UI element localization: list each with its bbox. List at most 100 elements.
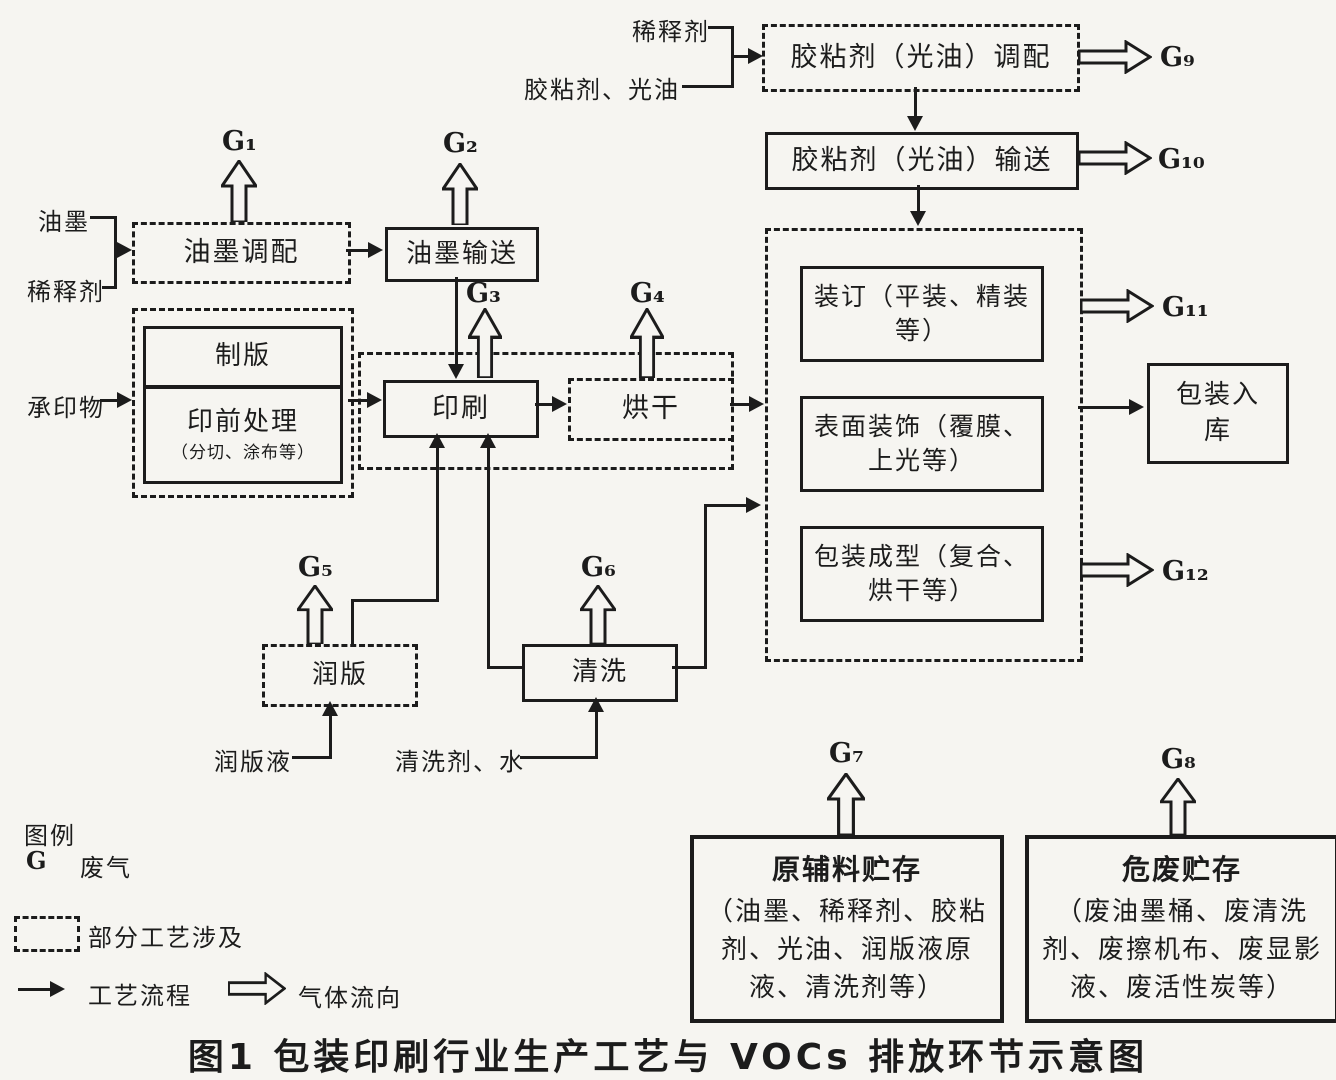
label-g5: G₅ <box>298 552 333 583</box>
arrow-head <box>117 392 132 408</box>
prepress-main-label: 印前处理 <box>186 406 299 437</box>
box-adhesive-varnish-mixing: 胶粘剂（光油）调配 <box>762 24 1080 92</box>
flow-line <box>704 504 748 507</box>
legend-hollow-arrow-sample <box>228 972 286 1005</box>
flow-line <box>917 185 920 213</box>
box-surface-decoration: 表面装饰（覆膜、上光等） <box>800 396 1044 492</box>
legend-gas-flow-label: 气体流向 <box>298 984 402 1012</box>
arrow-head <box>50 981 65 997</box>
arrow-head <box>480 433 496 448</box>
flow-line <box>436 446 439 602</box>
box-prepress-processing: 印前处理 （分切、涂布等） <box>143 386 343 484</box>
arrow-head <box>322 701 338 716</box>
arrow-head <box>368 242 383 258</box>
box-adhesive-varnish-transport: 胶粘剂（光油）输送 <box>765 132 1079 190</box>
gas-arrow-g11 <box>1080 289 1154 323</box>
gas-arrow-g12 <box>1080 553 1154 587</box>
arrow-head <box>748 48 763 64</box>
figure-caption: 图1 包装印刷行业生产工艺与 VOCs 排放环节示意图 <box>187 1037 1149 1078</box>
box-cleaning: 清洗 <box>522 644 678 702</box>
legend-title: 图例 <box>24 822 76 850</box>
flow-line <box>733 55 751 58</box>
legend-gas-label: 废气 <box>80 854 132 882</box>
gas-arrow-g5 <box>297 585 333 644</box>
label-g9: G₉ <box>1160 42 1195 73</box>
flow-line <box>346 249 372 252</box>
flow-line <box>100 399 122 402</box>
arrow-head <box>448 364 464 379</box>
waste-storage-title: 危废贮存 <box>1121 852 1242 886</box>
box-plate-making: 制版 <box>143 326 343 388</box>
box-drying: 烘干 <box>568 378 734 441</box>
flow-line <box>914 87 917 119</box>
gas-arrow-g7 <box>827 773 865 835</box>
flow-line <box>114 216 117 289</box>
box-dampening: 润版 <box>262 644 418 707</box>
arrow-head <box>746 497 761 513</box>
flow-line <box>487 446 490 668</box>
box-ink-transport: 油墨输送 <box>385 227 539 282</box>
box-partial-prepress-group <box>132 308 354 498</box>
flow-line <box>455 277 458 369</box>
label-g3: G₃ <box>466 278 501 309</box>
flow-line <box>731 26 734 88</box>
flow-line <box>704 505 707 669</box>
label-g12: G₁₂ <box>1162 556 1209 587</box>
flow-line <box>730 403 752 406</box>
arrow-head <box>117 242 132 258</box>
flow-line <box>1078 406 1132 409</box>
gas-arrow-g2 <box>442 163 478 225</box>
raw-storage-body: （油墨、稀释剂、胶粘剂、光油、润版液原液、清洗剂等） <box>706 897 987 1003</box>
waste-storage-body: （废油墨桶、废清洗剂、废擦机布、废显影液、废活性炭等） <box>1041 897 1322 1003</box>
box-printing: 印刷 <box>383 380 539 438</box>
gas-arrow-g6 <box>580 585 616 644</box>
label-g8: G₈ <box>1161 744 1196 775</box>
box-binding: 装订（平装、精装等） <box>800 266 1044 362</box>
gas-arrow-g3 <box>468 308 502 378</box>
legend-process-flow-label: 工艺流程 <box>88 982 192 1010</box>
gas-arrow-g4 <box>630 308 664 378</box>
box-hazardous-waste-storage: 危废贮存 （废油墨桶、废清洗剂、废擦机布、废显影液、废活性炭等） <box>1025 835 1336 1023</box>
flow-line <box>595 710 598 759</box>
box-ink-mixing: 油墨调配 <box>132 222 351 284</box>
label-g6: G₆ <box>581 552 616 583</box>
legend-partial-label: 部分工艺涉及 <box>88 924 244 952</box>
legend-solid-arrow-sample <box>18 988 54 991</box>
arrow-head <box>910 211 926 226</box>
arrow-head <box>907 116 923 131</box>
flow-line <box>329 714 332 759</box>
flow-line <box>708 26 734 29</box>
arrow-head <box>552 396 567 412</box>
label-cleaner-water-input: 清洗剂、水 <box>395 748 525 776</box>
label-adhesive-varnish-input: 胶粘剂、光油 <box>524 76 680 104</box>
label-substrate-input: 承印物 <box>27 394 105 422</box>
legend-gas-symbol: G <box>26 846 47 875</box>
gas-arrow-g8 <box>1160 778 1196 835</box>
flow-line <box>292 756 332 759</box>
flow-line <box>351 601 354 645</box>
label-diluent-left: 稀释剂 <box>27 278 105 306</box>
label-diluent-top: 稀释剂 <box>632 18 710 46</box>
box-package-forming: 包装成型（复合、烘干等） <box>800 526 1044 622</box>
arrow-head <box>588 697 604 712</box>
label-fountain-solution-input: 润版液 <box>214 748 292 776</box>
arrow-head <box>749 396 764 412</box>
box-packing-warehouse: 包装入库 <box>1147 363 1289 464</box>
label-g4: G₄ <box>630 278 665 309</box>
label-g1: G₁ <box>222 126 257 157</box>
flow-line <box>682 85 734 88</box>
prepress-sub-label: （分切、涂布等） <box>171 443 315 464</box>
legend-dashed-sample <box>14 916 80 952</box>
label-g10: G₁₀ <box>1158 144 1205 175</box>
gas-arrow-g1 <box>221 160 257 222</box>
flow-line <box>90 216 116 219</box>
label-g2: G₂ <box>443 128 478 159</box>
raw-storage-title: 原辅料贮存 <box>771 852 922 886</box>
flow-line <box>487 666 523 669</box>
flow-line <box>672 666 707 669</box>
box-partial-postpress-group <box>765 228 1083 662</box>
flow-line <box>102 286 116 289</box>
flow-line <box>535 403 557 406</box>
arrow-head <box>367 392 382 408</box>
